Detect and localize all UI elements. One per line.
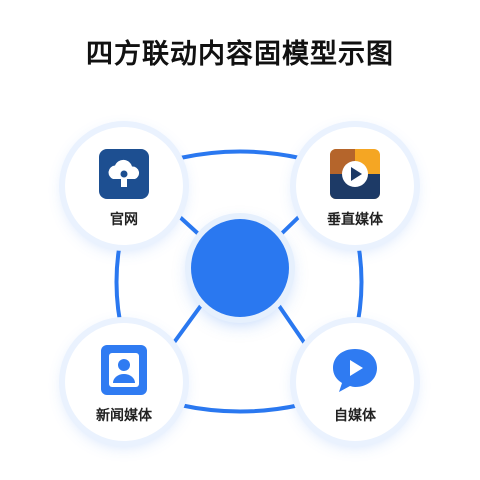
center-hub	[191, 219, 289, 317]
node-label-website: 官网	[110, 212, 138, 228]
diagram-title: 四方联动内容固模型示图	[86, 39, 394, 70]
node-self-media[interactable]: 自媒体	[296, 323, 414, 441]
node-label-news-media: 新闻媒体	[96, 408, 152, 424]
chat-play-icon	[330, 345, 380, 395]
node-vertical-media[interactable]: 垂直媒体	[296, 127, 414, 245]
outer-ring-line	[114, 149, 364, 414]
play-icon	[330, 149, 380, 199]
node-website[interactable]: 官网	[65, 127, 183, 245]
spoke-news	[168, 298, 207, 350]
user-icon	[99, 345, 149, 395]
cloud-icon	[99, 149, 149, 199]
node-label-self-media: 自媒体	[334, 408, 376, 424]
node-label-vertical-media: 垂直媒体	[327, 212, 383, 228]
spoke-self	[273, 298, 310, 350]
node-news-media[interactable]: 新闻媒体	[65, 323, 183, 441]
